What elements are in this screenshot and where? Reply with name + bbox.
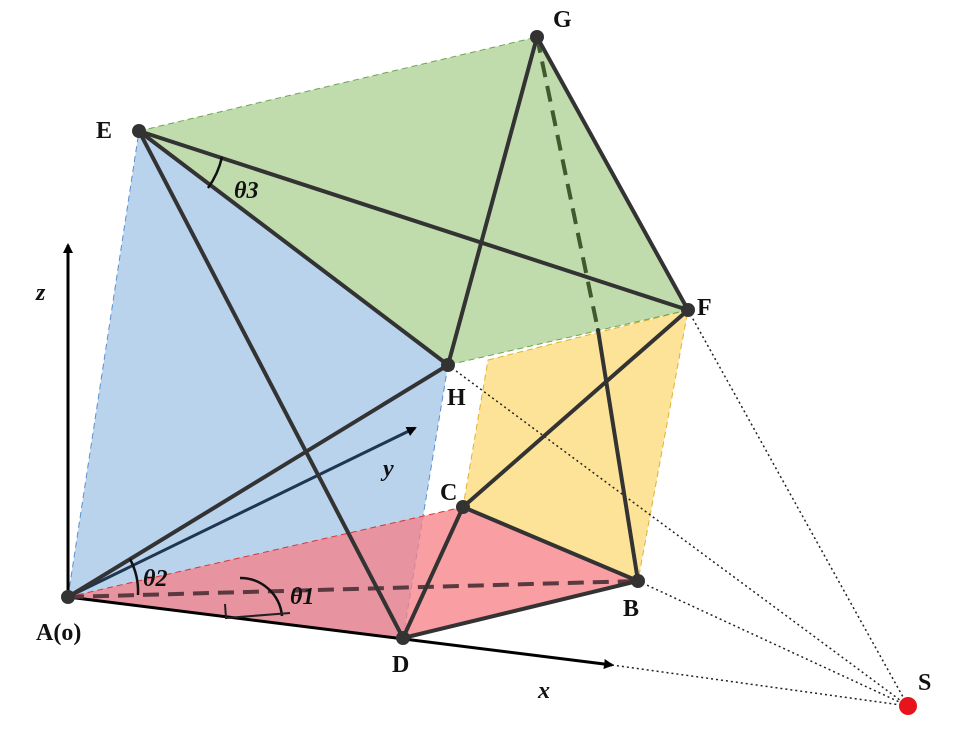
label-H: H <box>447 385 466 411</box>
label-G: G <box>553 7 572 33</box>
label-A: A(o) <box>36 620 81 646</box>
label-F: F <box>697 295 712 321</box>
edges <box>66 35 690 640</box>
x-axis <box>67 595 614 669</box>
vertices <box>61 30 695 645</box>
label-B: B <box>623 596 639 622</box>
label-z-axis: z <box>35 280 46 306</box>
source-point-S <box>899 697 917 715</box>
blue-face <box>67 130 449 639</box>
label-theta2: θ2 <box>143 566 167 592</box>
label-theta3: θ3 <box>234 178 258 204</box>
right-angle-mark <box>224 603 291 620</box>
label-x-axis: x <box>537 678 550 704</box>
label-C: C <box>440 480 457 506</box>
edge-AB-dashed <box>67 579 639 599</box>
angle-theta3-arc <box>206 156 224 189</box>
label-S: S <box>918 670 931 696</box>
label-y-axis: y <box>380 456 394 482</box>
label-D: D <box>392 652 409 678</box>
label-theta1: θ1 <box>290 584 314 610</box>
projection-lines <box>447 309 909 707</box>
angle-theta1-arc <box>239 576 284 617</box>
angle-theta2-arc <box>128 558 140 596</box>
label-E: E <box>96 118 112 144</box>
y-axis <box>67 426 417 599</box>
